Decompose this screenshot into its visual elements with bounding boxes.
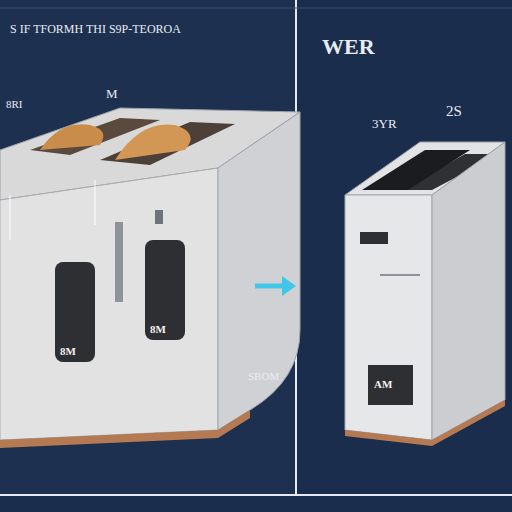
slot-label: 8M <box>150 323 166 335</box>
slot-label: AM <box>374 378 392 390</box>
panel-heading: S IF TFORMH THI S9P-TEOROA <box>10 22 181 37</box>
callout-label: 3YR <box>372 116 397 132</box>
callout-label: SBOM <box>248 370 279 382</box>
slot-label: 8M <box>60 345 76 357</box>
panel-heading: WER <box>322 34 375 60</box>
callout-label: 8RI <box>6 98 23 110</box>
callout-label: M <box>106 86 118 102</box>
callout-label: 2S <box>446 103 462 120</box>
